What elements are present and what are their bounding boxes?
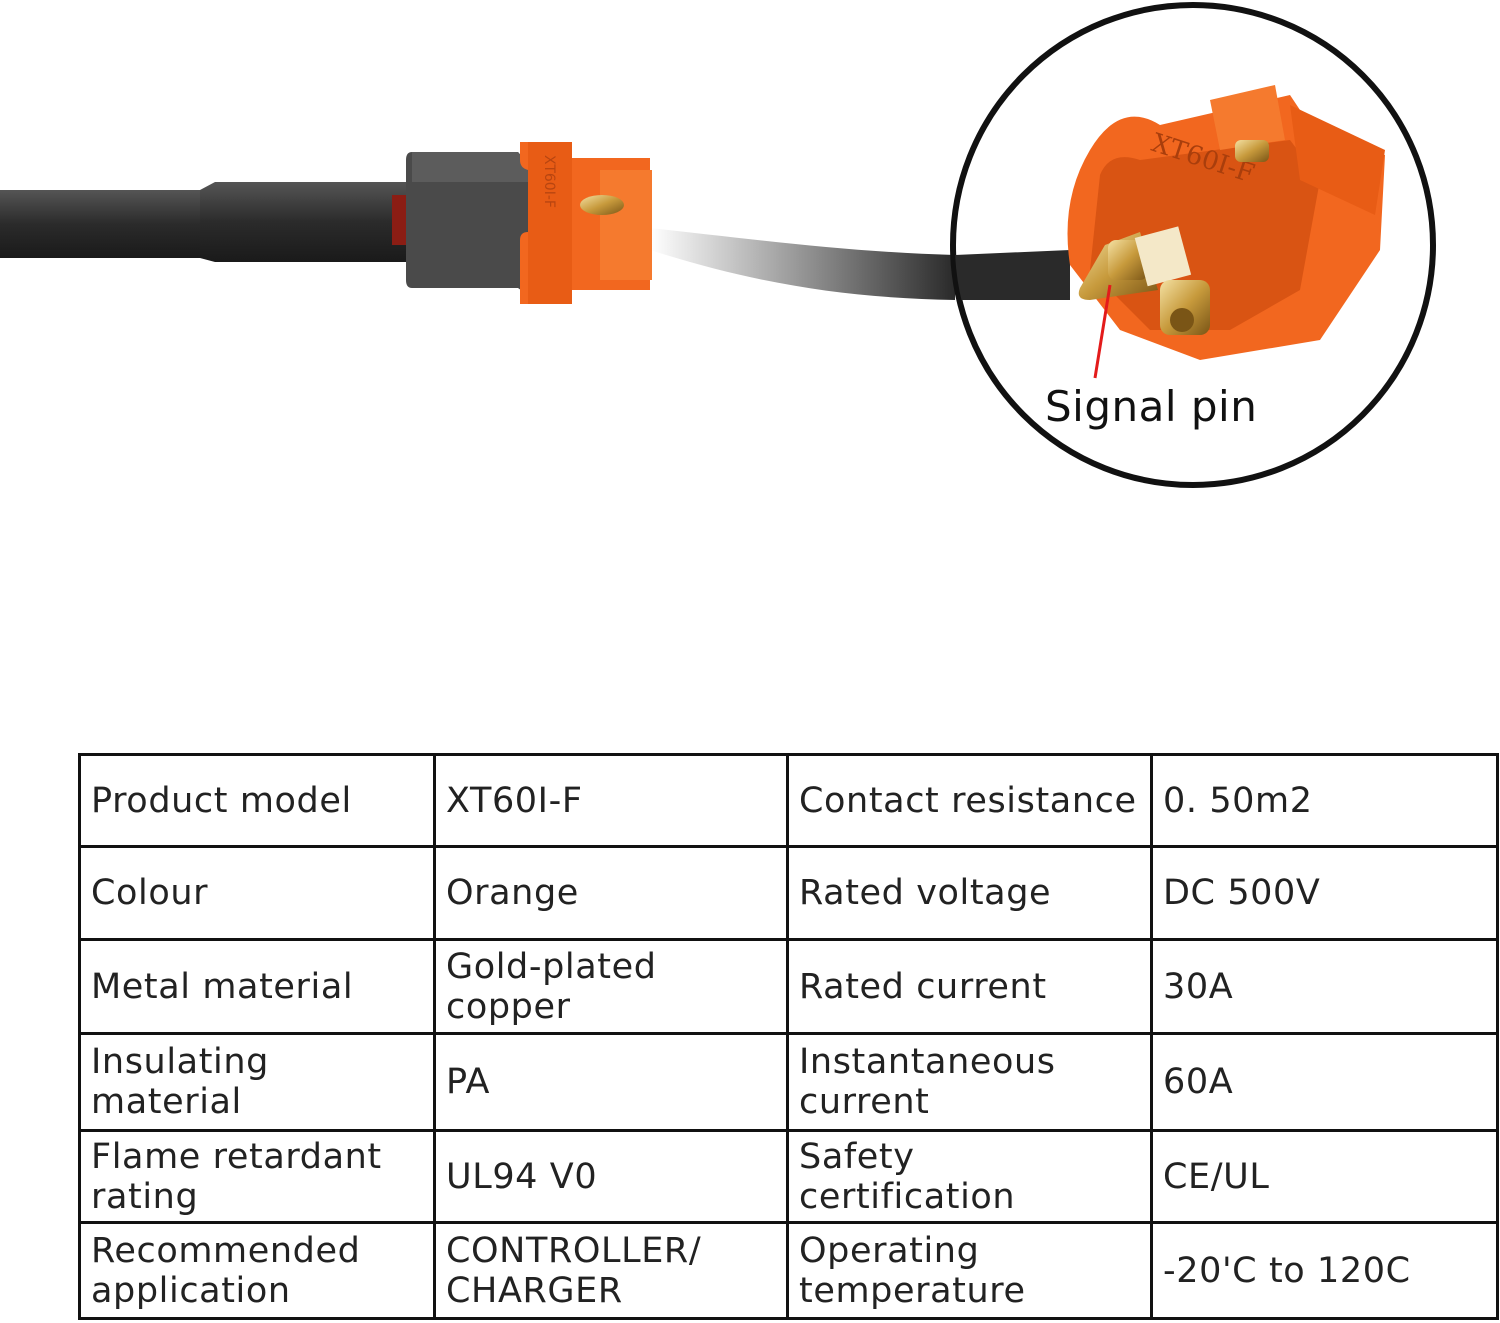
spec-value: Orange <box>433 845 789 941</box>
spec-label: Insulating material <box>78 1032 436 1132</box>
table-row: Recommended application CONTROLLER/ CHAR… <box>78 1221 1499 1320</box>
product-illustration: XT60I-F XT60I-F <box>0 2 1436 488</box>
spec-value: DC 500V <box>1150 845 1499 941</box>
magnified-callout: XT60I-F <box>950 2 1436 488</box>
spec-label: Operating temperature <box>786 1221 1153 1320</box>
spec-label: Rated current <box>786 938 1153 1035</box>
pointer-line <box>1093 284 1112 379</box>
table-row: Flame retardant rating UL94 V0 Safety ce… <box>78 1129 1499 1224</box>
spec-value: Gold-plated copper <box>433 938 789 1035</box>
spec-value: PA <box>433 1032 789 1132</box>
spec-label: Metal material <box>78 938 436 1035</box>
connector: XT60I-F <box>406 142 652 304</box>
spec-value: 30A <box>1150 938 1499 1035</box>
spec-label: Instantaneous current <box>786 1032 1153 1132</box>
spec-value: CONTROLLER/ CHARGER <box>433 1221 789 1320</box>
spec-value: UL94 V0 <box>433 1129 789 1224</box>
connector-marking: XT60I-F <box>541 155 557 208</box>
table-row: Insulating material PA Instantaneous cur… <box>78 1032 1499 1132</box>
spec-value: XT60I-F <box>433 753 789 848</box>
spec-value: 60A <box>1150 1032 1499 1132</box>
spec-value: CE/UL <box>1150 1129 1499 1224</box>
spec-value: 0. 50m2 <box>1150 753 1499 848</box>
magnifier-beam <box>650 228 955 300</box>
spec-label: Rated voltage <box>786 845 1153 941</box>
spec-label: Safety certification <box>786 1129 1153 1224</box>
spec-value: -20'C to 120C <box>1150 1221 1499 1320</box>
spec-label: Flame retardant rating <box>78 1129 436 1224</box>
table-row: Product model XT60I-F Contact resistance… <box>78 753 1499 848</box>
spec-label: Contact resistance <box>786 753 1153 848</box>
spec-label: Product model <box>78 753 436 848</box>
spec-label: Colour <box>78 845 436 941</box>
table-row: Metal material Gold-plated copper Rated … <box>78 938 1499 1035</box>
signal-pin-tab <box>1134 226 1192 287</box>
spec-label: Recommended application <box>78 1221 436 1320</box>
signal-pin-label: Signal pin <box>1045 382 1258 431</box>
cable <box>0 182 412 262</box>
spec-table: Product model XT60I-F Contact resistance… <box>78 753 1499 1320</box>
table-row: Colour Orange Rated voltage DC 500V <box>78 845 1499 941</box>
power-pin-icon <box>1160 280 1210 335</box>
